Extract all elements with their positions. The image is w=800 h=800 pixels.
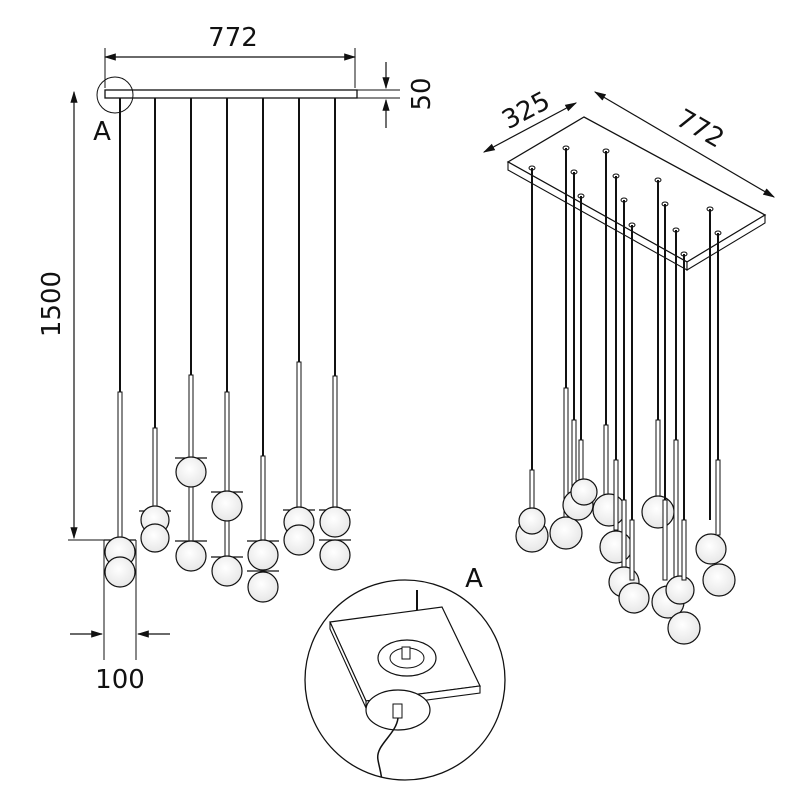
iso-pendant-8: [618, 222, 650, 614]
detail-a-view: A: [304, 564, 506, 781]
globe-width-label: 100: [95, 665, 145, 695]
width-label: 772: [208, 23, 258, 53]
detail-cable: [377, 717, 399, 780]
iso-pendant-5: [592, 148, 626, 527]
iso-pendant-11: [665, 227, 701, 645]
iso-pendant-13: [695, 206, 727, 565]
pendant-5: [247, 98, 279, 603]
front-view: 772 50 A 1500: [37, 23, 437, 695]
detail-view-label: A: [465, 564, 483, 594]
iso-pendant-2: [549, 145, 583, 550]
detail-connector: [401, 646, 411, 660]
detail-a-marker: [96, 76, 134, 114]
iso-pendant-14: [702, 230, 736, 597]
pendant-2: [139, 98, 171, 553]
pendant-1: [104, 98, 136, 588]
canopy-plate-side: [686, 214, 766, 271]
canopy-bar: [104, 89, 358, 99]
pendant-3: [175, 98, 207, 572]
iso-pendant-12: [680, 251, 688, 581]
pendant-6: [283, 98, 315, 556]
iso-width-label: 772: [671, 104, 729, 155]
isometric-view: 325 772: [482, 86, 776, 645]
depth-label: 325: [497, 86, 555, 136]
iso-pendant-10: [651, 201, 685, 619]
pendant-4: [211, 98, 243, 587]
total-height-label: 1500: [37, 271, 67, 337]
detail-a-circle: [304, 579, 506, 781]
detail-a-label: A: [93, 117, 111, 147]
thickness-label: 50: [407, 77, 437, 110]
iso-width-dimension-line: [593, 91, 776, 198]
detail-cable-gland: [392, 703, 403, 719]
iso-pendant-1: [515, 165, 549, 553]
iso-pendant-4: [570, 193, 598, 506]
pendant-7: [319, 98, 351, 571]
depth-dimension-line: [482, 102, 578, 153]
